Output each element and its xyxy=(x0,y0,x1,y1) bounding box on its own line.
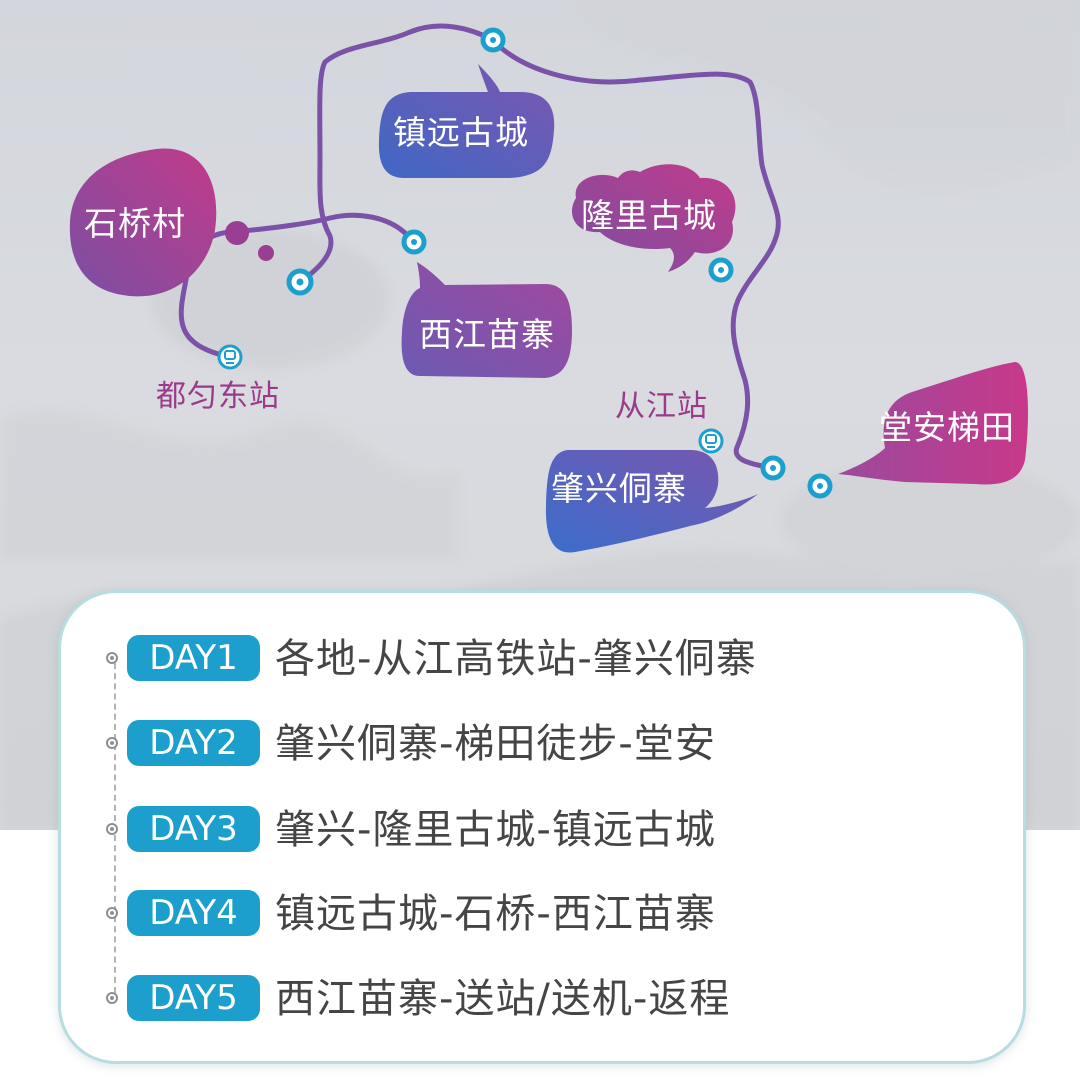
timeline-dot xyxy=(106,652,118,664)
day-route: 肇兴-隆里古城-镇远古城 xyxy=(275,807,716,853)
day-badge: DAY1 xyxy=(127,635,260,681)
bubble-longli xyxy=(571,164,736,272)
train-station-icon xyxy=(698,428,724,454)
bubble-shiqiao xyxy=(69,148,274,297)
itinerary-row-day4: DAY4 镇远古城-石桥-西江苗寨 xyxy=(61,890,1021,940)
stop-markers xyxy=(286,27,833,499)
label-longli: 隆里古城 xyxy=(581,196,717,235)
day-route: 镇远古城-石桥-西江苗寨 xyxy=(275,891,716,937)
bubble-zhaoxing xyxy=(545,450,758,553)
itinerary-row-day2: DAY2 肇兴侗寨-梯田徒步-堂安 xyxy=(61,720,1021,770)
itinerary-row-day3: DAY3 肇兴-隆里古城-镇远古城 xyxy=(61,806,1021,856)
bubble-tangan xyxy=(838,362,1028,485)
timeline-dot xyxy=(106,992,118,1004)
day-badge: DAY5 xyxy=(127,975,260,1021)
timeline-dot xyxy=(106,823,118,835)
label-xijiang: 西江苗寨 xyxy=(419,315,555,354)
itinerary-row-day1: DAY1 各地-从江高铁站-肇兴侗寨 xyxy=(61,635,1021,685)
station-label-congjiang: 从江站 xyxy=(615,389,708,424)
station-label-duyun-east: 都匀东站 xyxy=(156,379,280,414)
label-zhenyuan: 镇远古城 xyxy=(393,113,529,152)
day-badge: DAY3 xyxy=(127,806,260,852)
train-station-icon xyxy=(217,344,243,370)
label-shiqiao: 石桥村 xyxy=(84,204,186,243)
day-route: 各地-从江高铁站-肇兴侗寨 xyxy=(275,636,757,682)
label-tangan: 堂安梯田 xyxy=(879,408,1015,447)
day-badge: DAY2 xyxy=(127,720,260,766)
itinerary-row-day5: DAY5 西江苗寨-送站/送机-返程 xyxy=(61,975,1021,1025)
itinerary-card: DAY1 各地-从江高铁站-肇兴侗寨 DAY2 肇兴侗寨-梯田徒步-堂安 DAY… xyxy=(58,590,1026,1064)
day-route: 肇兴侗寨-梯田徒步-堂安 xyxy=(275,721,716,767)
label-zhaoxing: 肇兴侗寨 xyxy=(551,469,687,508)
timeline-dot xyxy=(106,907,118,919)
bubble-xijiang xyxy=(401,262,572,378)
timeline-dot xyxy=(106,737,118,749)
day-badge: DAY4 xyxy=(127,890,260,936)
bubble-zhenyuan xyxy=(378,64,555,178)
day-route: 西江苗寨-送站/送机-返程 xyxy=(275,976,731,1022)
